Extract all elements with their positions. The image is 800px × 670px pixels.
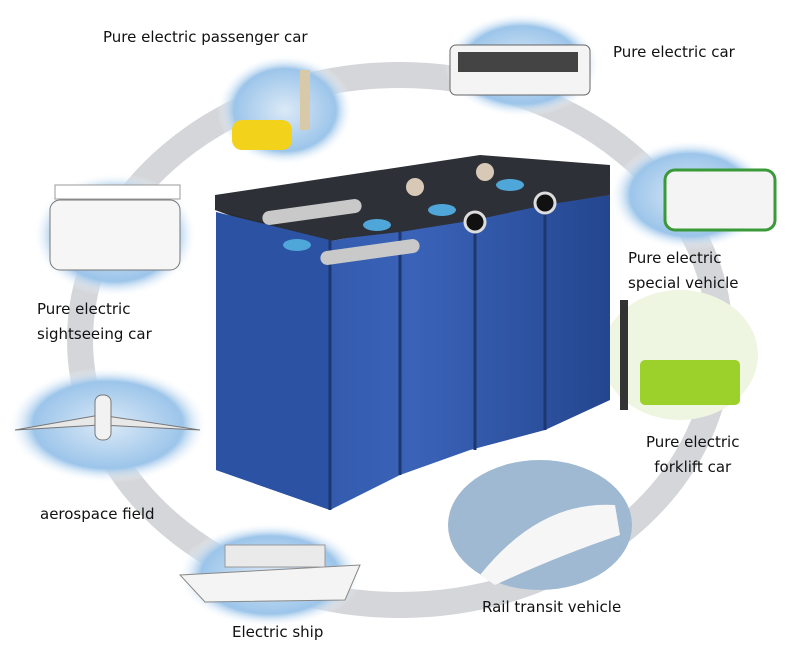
label-forklift: Pure electric forklift car (646, 430, 739, 480)
label-line: Pure electric (37, 300, 131, 318)
oval-ship (178, 523, 362, 627)
oval-forklift (602, 290, 758, 420)
label-line: forklift car (654, 458, 732, 476)
oval-train (448, 460, 632, 590)
label-rail-transit: Rail transit vehicle (482, 598, 622, 616)
label-pure-electric-car: Pure electric car (613, 43, 735, 61)
label-electric-ship: Electric ship (232, 623, 324, 641)
label-line: sightseeing car (37, 325, 152, 343)
label-line: Pure electric (646, 433, 740, 451)
label-line: Pure electric (628, 249, 722, 267)
label-aerospace: aerospace field (40, 505, 155, 523)
label-line: special vehicle (628, 274, 739, 292)
oval-passenger-car (217, 55, 353, 165)
oval-bus (444, 13, 600, 117)
battery-cells (215, 155, 610, 510)
label-passenger-car: Pure electric passenger car (103, 28, 308, 46)
oval-sightseeing-car (33, 173, 197, 297)
oval-airplane (8, 367, 208, 483)
oval-van (610, 140, 777, 250)
label-sightseeing-car: Pure electric sightseeing car (37, 297, 152, 347)
label-special-vehicle: Pure electric special vehicle (628, 246, 739, 296)
